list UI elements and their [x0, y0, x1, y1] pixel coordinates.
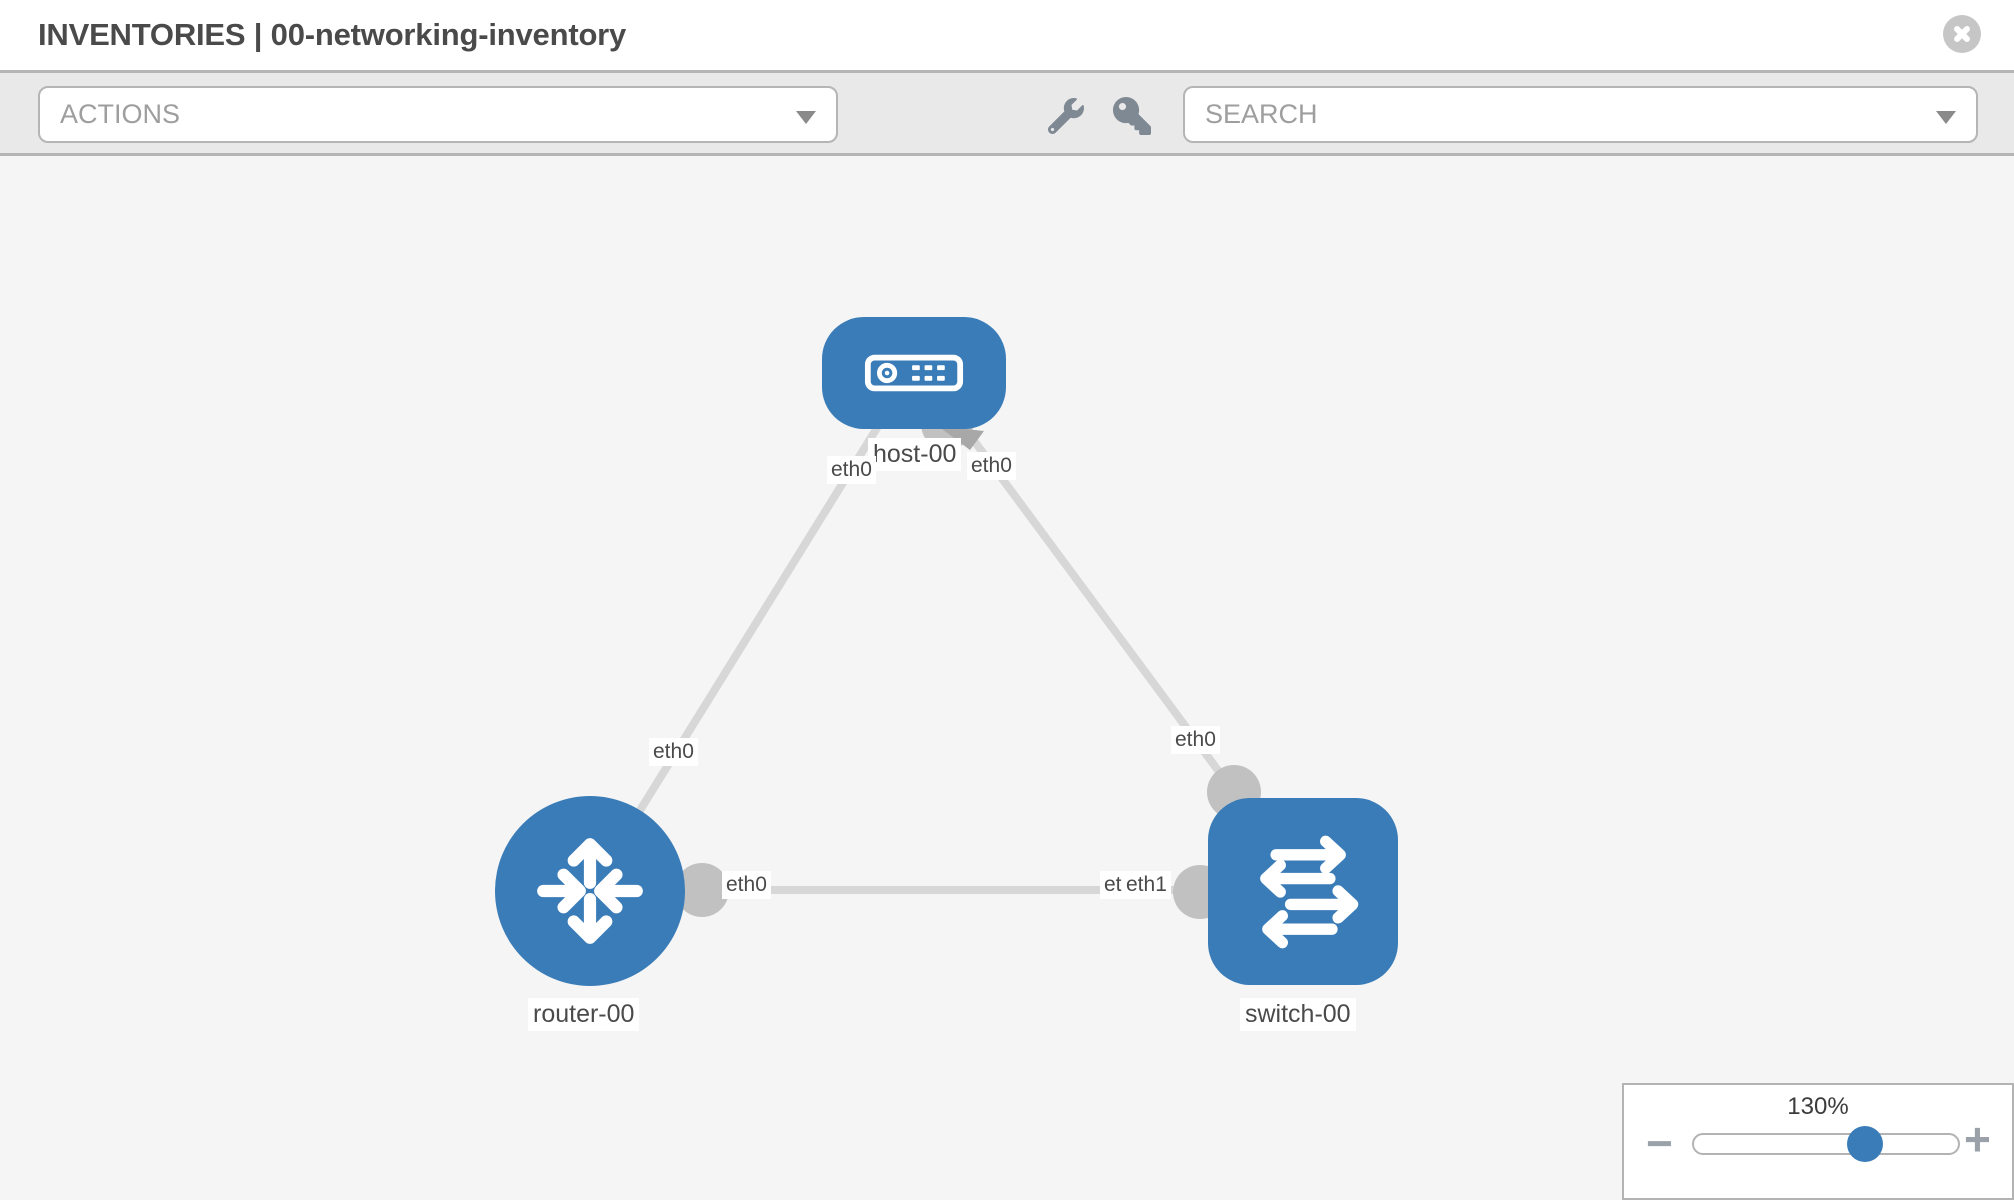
close-button[interactable] — [1943, 15, 1981, 53]
key-icon — [1113, 97, 1151, 135]
actions-dropdown[interactable]: ACTIONS — [38, 86, 838, 143]
interface-label-router-eth0-to-host: eth0 — [649, 738, 698, 766]
zoom-panel: 130% − + — [1622, 1083, 2014, 1200]
zoom-out-button[interactable]: − — [1646, 1117, 1673, 1169]
host-server-icon — [864, 354, 964, 392]
key-button[interactable] — [1110, 94, 1154, 138]
router-icon — [537, 838, 643, 944]
interface-label-router-eth0-to-switch: eth0 — [722, 871, 771, 899]
topology-canvas[interactable] — [0, 156, 2014, 1200]
toolbar: ACTIONS SEARCH — [0, 70, 2014, 156]
chevron-down-icon — [796, 111, 816, 124]
zoom-slider-knob[interactable] — [1847, 1126, 1883, 1162]
node-switch[interactable] — [1208, 798, 1398, 985]
header: INVENTORIES | 00-networking-inventory — [0, 0, 2014, 70]
actions-dropdown-label: ACTIONS — [60, 99, 181, 129]
node-label-router: router-00 — [528, 998, 640, 1031]
zoom-in-button[interactable]: + — [1964, 1113, 1991, 1165]
search-dropdown-label: SEARCH — [1205, 99, 1318, 129]
zoom-slider-track[interactable] — [1692, 1126, 1960, 1162]
wrench-icon — [1048, 98, 1084, 134]
port-router-right[interactable] — [675, 863, 729, 917]
node-label-host: host-00 — [868, 438, 962, 471]
node-router[interactable] — [495, 796, 685, 986]
node-host[interactable] — [822, 317, 1006, 429]
chevron-down-icon — [1936, 111, 1956, 124]
interface-label-host-eth0-to-switch: eth0 — [967, 452, 1016, 480]
wrench-button[interactable] — [1044, 94, 1088, 138]
switch-icon — [1260, 835, 1359, 948]
page-title: INVENTORIES | 00-networking-inventory — [38, 17, 627, 52]
zoom-level: 130% — [1787, 1093, 1849, 1120]
search-dropdown[interactable]: SEARCH — [1183, 86, 1978, 143]
interface-label-switch-eth0-to-host: eth0 — [1171, 726, 1220, 754]
node-label-switch: switch-00 — [1240, 998, 1356, 1031]
interface-label-host-eth0-to-router: eth0 — [827, 456, 876, 484]
interface-label-switch-eth1-to-router: eth1 — [1122, 871, 1171, 899]
